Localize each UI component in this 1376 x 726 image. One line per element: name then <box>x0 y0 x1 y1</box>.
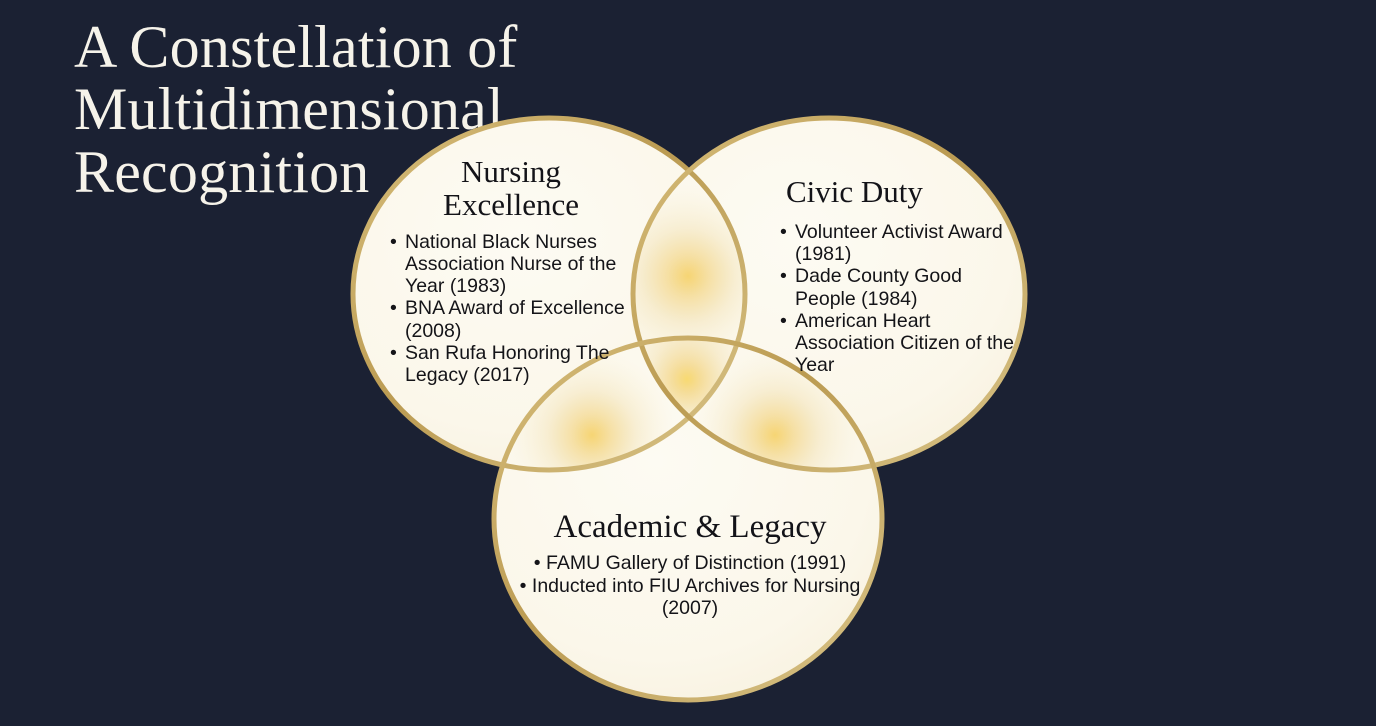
list-item: Inducted into FIU Archives for Nursing (… <box>502 575 878 619</box>
list-item: National Black Nurses Association Nurse … <box>388 231 634 298</box>
venn-set-nursing-excellence: Nursing Excellence National Black Nurses… <box>388 154 634 387</box>
circle-nursing-outline <box>350 115 748 473</box>
venn-set-civic-duty: Civic Duty Volunteer Activist Award (198… <box>778 174 1016 377</box>
venn-set-civic-duty-heading: Civic Duty <box>786 174 923 209</box>
list-item: BNA Award of Excellence (2008) <box>388 297 634 341</box>
venn-set-nursing-excellence-list: National Black Nurses Association Nurse … <box>388 231 634 387</box>
page-title: A Constellation of Multidimensional Reco… <box>74 14 518 205</box>
venn-set-academic-legacy-heading: Academic & Legacy <box>553 509 827 545</box>
list-item: Dade County Good People (1984) <box>778 265 1016 309</box>
venn-set-nursing-excellence-heading: Nursing Excellence <box>443 154 579 222</box>
venn-set-academic-legacy: Academic & Legacy FAMU Gallery of Distin… <box>502 510 878 621</box>
list-item: American Heart Association Citizen of th… <box>778 310 1016 377</box>
list-item: San Rufa Honoring The Legacy (2017) <box>388 342 634 386</box>
intersection-glow-civic-academic <box>689 349 861 470</box>
list-item: FAMU Gallery of Distinction (1991) <box>502 552 878 574</box>
venn-set-academic-legacy-list: FAMU Gallery of Distinction (1991) Induc… <box>502 552 878 620</box>
circle-academic-outline <box>491 335 885 703</box>
list-item: Volunteer Activist Award (1981) <box>778 221 1016 265</box>
venn-set-civic-duty-list: Volunteer Activist Award (1981) Dade Cou… <box>778 221 1016 377</box>
